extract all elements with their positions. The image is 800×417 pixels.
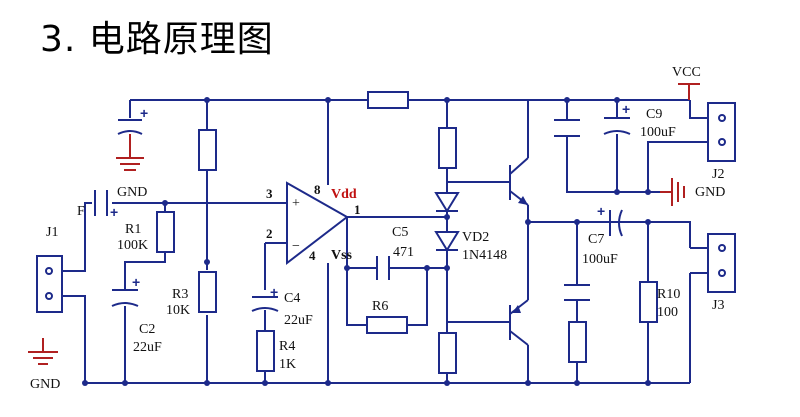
vdd-label: Vdd — [331, 187, 357, 202]
capacitor-c4: + C4 22uF — [251, 284, 313, 328]
svg-text:C5: C5 — [392, 225, 408, 240]
gnd-label-right: GND — [695, 185, 725, 200]
resistor-r4: R4 1K — [256, 330, 296, 372]
capacitor-c9: + C9 100uF — [603, 101, 676, 140]
svg-text:+: + — [270, 284, 278, 300]
svg-text:3: 3 — [266, 186, 273, 201]
svg-text:100K: 100K — [117, 238, 148, 253]
resistor-r6: R6 — [366, 299, 408, 334]
transistor-npn — [509, 157, 529, 206]
diode-vd2: VD2 1N4148 — [434, 211, 507, 288]
connector-j1: J1 GND — [28, 225, 63, 392]
svg-text:471: 471 — [393, 245, 414, 260]
resistor-r1: R1 100K — [117, 211, 175, 253]
capacitor-unnamed-upper — [554, 119, 580, 137]
transistor-pnp — [509, 299, 529, 346]
resistor-top — [367, 91, 409, 109]
svg-text:−: − — [292, 239, 300, 254]
svg-text:F: F — [77, 204, 85, 219]
j1-label: J1 — [46, 225, 58, 240]
svg-text:R10: R10 — [657, 287, 680, 302]
connector-j3: J3 — [690, 233, 736, 313]
capacitor-unnamed-lower — [564, 284, 590, 301]
svg-text:+: + — [110, 204, 118, 220]
vcc-symbol: VCC — [672, 65, 701, 100]
wires — [62, 99, 708, 384]
svg-text:C9: C9 — [646, 107, 662, 122]
page-title: 3. 电路原理图 — [40, 19, 274, 60]
diode-vd1 — [434, 180, 460, 213]
svg-text:R4: R4 — [279, 339, 295, 354]
svg-text:+: + — [132, 274, 140, 290]
top-left-capacitor: + GND — [116, 105, 148, 200]
svg-text:R6: R6 — [372, 299, 388, 314]
svg-text:8: 8 — [314, 182, 321, 197]
svg-text:22uF: 22uF — [133, 340, 162, 355]
capacitor-c7: + C7 100uF — [582, 203, 623, 267]
svg-text:4: 4 — [309, 248, 316, 263]
svg-text:VD2: VD2 — [462, 230, 489, 245]
svg-text:100: 100 — [657, 305, 678, 320]
resistor-lower-bias — [438, 332, 457, 374]
gnd-label-top: GND — [117, 185, 147, 200]
resistor-upper-bias — [438, 127, 457, 169]
svg-text:2: 2 — [266, 226, 273, 241]
junction-dots — [82, 97, 651, 386]
resistor-r3: R3 10K — [166, 129, 217, 318]
resistor-unnamed-lower — [568, 321, 587, 363]
input-capacitor: + F — [77, 190, 118, 220]
svg-text:C2: C2 — [139, 322, 155, 337]
svg-text:22uF: 22uF — [284, 313, 313, 328]
vss-label: Vss — [331, 248, 353, 263]
svg-text:+: + — [140, 105, 148, 121]
capacitor-c5: C5 471 — [376, 225, 414, 280]
connector-j2: J2 — [707, 102, 736, 182]
svg-text:10K: 10K — [166, 303, 190, 318]
capacitor-c2: + C2 22uF — [111, 274, 162, 355]
svg-text:1: 1 — [354, 202, 361, 217]
resistor-r10: R10 100 — [639, 281, 680, 323]
svg-text:100uF: 100uF — [640, 125, 676, 140]
svg-text:1N4148: 1N4148 — [462, 248, 507, 263]
op-amp: + − 8 3 2 4 1 Vdd Vss — [266, 181, 361, 266]
svg-text:100uF: 100uF — [582, 252, 618, 267]
svg-text:+: + — [622, 101, 630, 117]
svg-text:R3: R3 — [172, 287, 188, 302]
svg-text:J2: J2 — [712, 167, 724, 182]
svg-text:C4: C4 — [284, 291, 300, 306]
svg-text:+: + — [597, 203, 605, 219]
svg-text:+: + — [292, 196, 300, 211]
gnd-symbol-right: GND — [660, 178, 725, 206]
vcc-label: VCC — [672, 65, 701, 80]
svg-text:1K: 1K — [279, 357, 296, 372]
svg-text:C7: C7 — [588, 232, 604, 247]
svg-text:R1: R1 — [125, 222, 141, 237]
svg-text:J3: J3 — [712, 298, 724, 313]
gnd-label-left: GND — [30, 377, 60, 392]
